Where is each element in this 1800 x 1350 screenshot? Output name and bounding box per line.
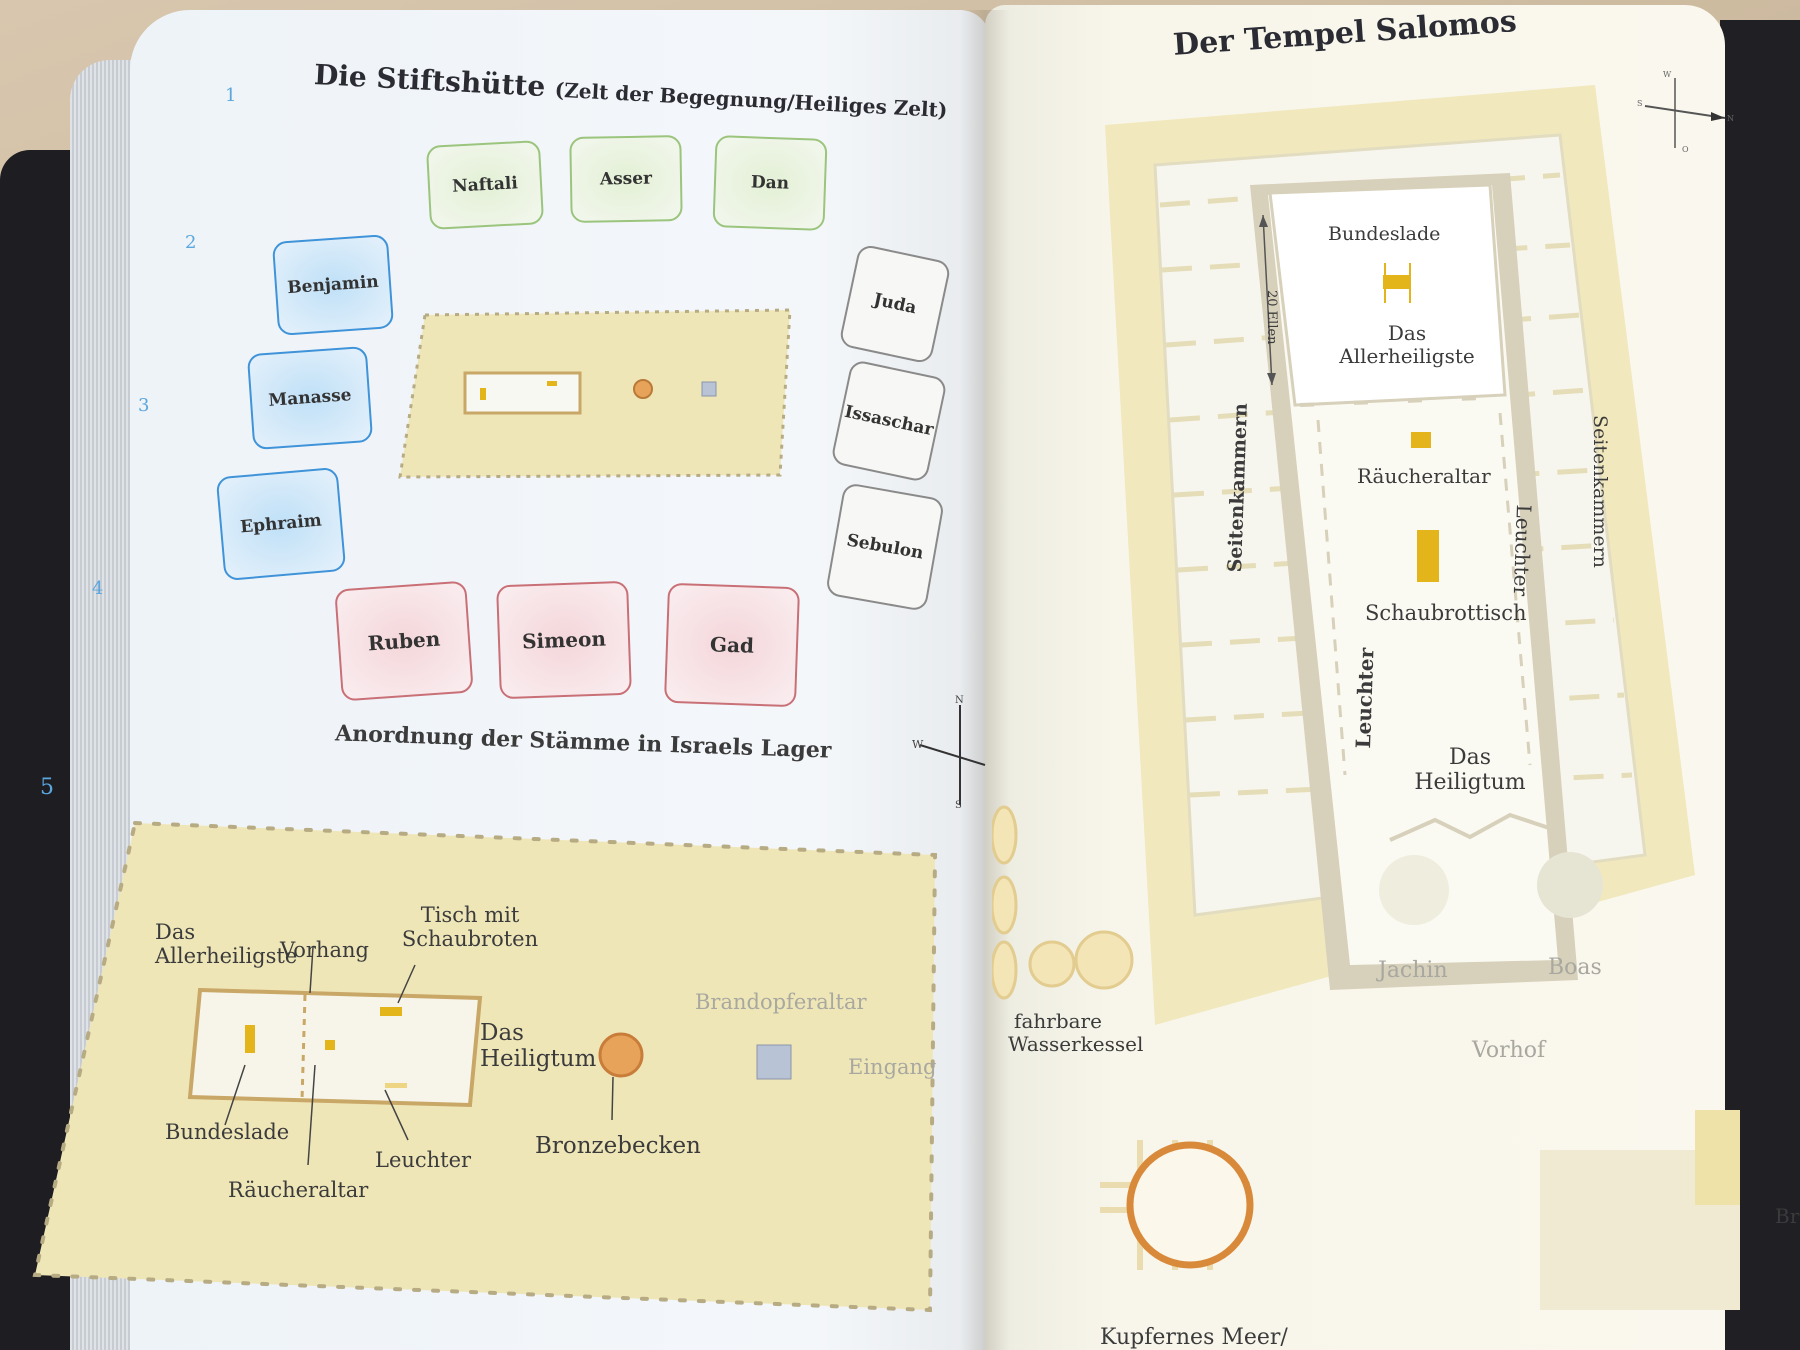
tribe-dan: Dan [712, 135, 828, 231]
label-leuchter-right: Leuchter [1508, 504, 1536, 597]
label-vorhang: Vorhang [280, 938, 369, 962]
tribe-gad: Gad [663, 582, 801, 708]
compass-s-label: S [1637, 99, 1643, 108]
holy-of-holies-temple-text: Das Allerheiligste [1339, 321, 1475, 368]
label-tisch: Tisch mit Schaubroten [400, 903, 540, 951]
label-brandopferaltar: Brandopferaltar [695, 990, 867, 1014]
compass-icon [1644, 78, 1726, 148]
label-kupfernes-meer: Kupfernes Meer/ [1100, 1325, 1288, 1350]
book-gutter [960, 10, 1010, 1350]
compass-n-label: N [1727, 114, 1734, 123]
water-basins [992, 805, 1134, 1000]
label-edge-br: Br [1775, 1204, 1800, 1228]
tribe-benjamin: Benjamin [271, 234, 395, 336]
tabernacle-courtyard-plan [32, 820, 938, 1313]
label-jachin: Jachin [1378, 958, 1448, 983]
holy-place-temple-text: Das Heiligtum [1414, 745, 1526, 796]
tribe-sebulon: Sebulon [824, 482, 946, 612]
label-allerheiligste-temple: Das Allerheiligste [1337, 322, 1477, 368]
label-vorhof: Vorhof [1472, 1038, 1546, 1063]
label-20-ellen: 20 Ellen [1264, 290, 1279, 345]
label-leuchter: Leuchter [375, 1148, 472, 1172]
label-raeucheraltar: Räucheraltar [228, 1178, 369, 1202]
compass-s-label: S [955, 800, 962, 811]
margin-number: 5 [40, 775, 54, 800]
tribe-ephraim: Ephraim [215, 466, 347, 582]
label-heiligtum-temple: Das Heiligtum [1405, 745, 1535, 796]
temple-plan [1105, 85, 1695, 1025]
label-wasserkessel: fahrbare Wasserkessel [1008, 1009, 1144, 1056]
margin-number: 1 [225, 85, 237, 106]
label-bundeslade: Bundeslade [165, 1120, 290, 1144]
tribe-ruben: Ruben [334, 580, 474, 702]
camp-tabernacle-plan [398, 308, 792, 479]
label-eingang: Eingang [848, 1055, 937, 1079]
compass-w-label: W [1663, 70, 1672, 79]
compass-o-label: O [1682, 145, 1689, 154]
label-bronzebecken: Bronzebecken [535, 1133, 701, 1159]
table-text: Tisch mit Schaubroten [401, 903, 539, 952]
label-bundeslade-temple: Bundeslade [1328, 223, 1441, 245]
tribe-asser: Asser [569, 135, 683, 223]
label-seitenkammern-right: Seitenkammern [1589, 415, 1611, 568]
compass-icon [919, 705, 986, 805]
label-leuchter-left: Leuchter [1351, 647, 1379, 749]
margin-number: 3 [138, 395, 150, 416]
holy-of-holies-text: Das Allerheiligste [155, 920, 298, 969]
compass-w-label: W [912, 738, 924, 751]
compass-n-label: N [955, 695, 964, 706]
margin-number: 2 [185, 232, 197, 253]
basins-text: fahrbare Wasserkessel [1008, 1009, 1144, 1056]
tribe-naftali: Naftali [425, 140, 545, 230]
label-allerheiligste: Das Allerheiligste [155, 920, 305, 968]
label-boas: Boas [1548, 955, 1602, 980]
tribe-simeon: Simeon [496, 580, 632, 700]
tribe-manasse: Manasse [246, 345, 374, 451]
holy-place-text: Das Heiligtum [480, 1020, 597, 1073]
label-heiligtum: Das Heiligtum [480, 1020, 597, 1073]
label-schaubrottisch: Schaubrottisch [1365, 601, 1527, 625]
bronze-sea [1100, 1110, 1740, 1310]
label-raeucheraltar-temple: Räucheraltar [1357, 464, 1491, 488]
margin-number: 4 [92, 578, 104, 599]
